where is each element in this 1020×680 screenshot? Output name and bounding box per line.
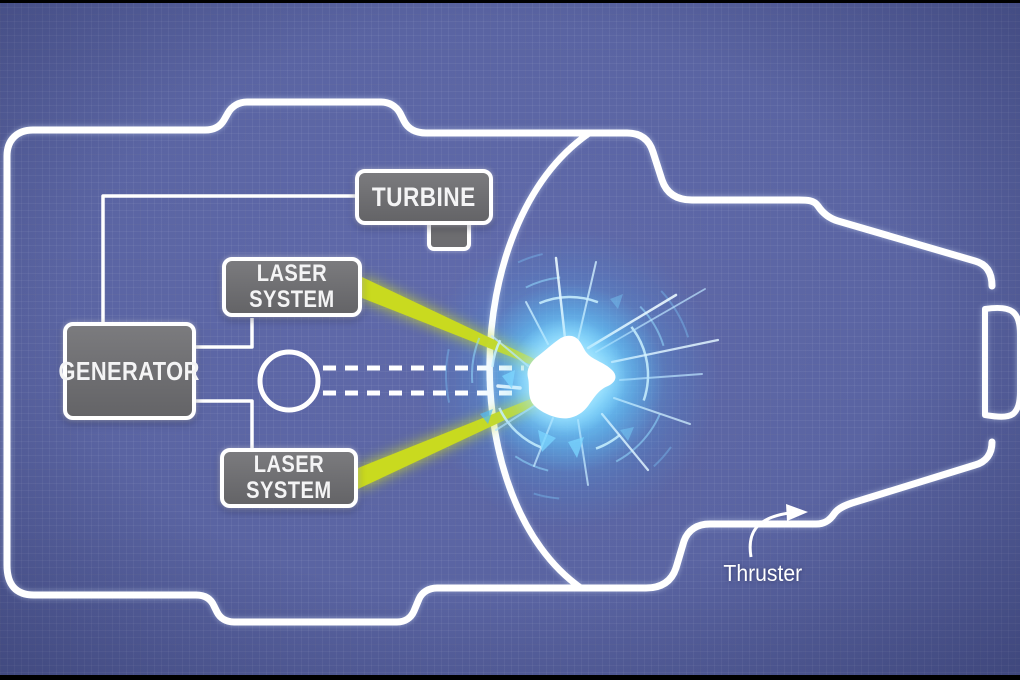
generator-to-laser-bottom-line (194, 399, 254, 449)
letterbox-bottom (0, 675, 1020, 680)
generator-to-turbine-line (101, 194, 356, 322)
explosion-shockwave-rings (445, 250, 695, 500)
generator-to-laser-top-line (194, 318, 254, 349)
explosion-core (527, 335, 616, 419)
thruster-annotation: Thruster (698, 560, 828, 587)
laser-system-top-box: LASER SYSTEM (222, 257, 362, 317)
fuel-pellet-circle (257, 349, 321, 413)
generator-box: GENERATOR (59, 322, 200, 420)
curved-arrow-icon (748, 504, 808, 558)
letterbox-top (0, 0, 1020, 3)
laser-system-bottom-label-line1: LASER (253, 451, 325, 478)
engine-hull-outline (3, 98, 996, 626)
explosion-debris (480, 294, 634, 458)
generator-label: GENERATOR (58, 355, 201, 386)
laser-system-top-label-line1: LASER (256, 260, 328, 287)
laser-system-bottom-label-line2: SYSTEM (246, 477, 332, 504)
turbine-box: TURBINE (355, 169, 493, 225)
thruster-nozzle-cap-outline (982, 305, 1020, 420)
thruster-annotation-text: Thruster (723, 560, 803, 586)
turbine-label: TURBINE (372, 181, 476, 212)
laser-system-top-label-line2: SYSTEM (249, 286, 335, 313)
laser-system-bottom-box: LASER SYSTEM (220, 448, 358, 508)
laser-beam-bottom (358, 396, 539, 489)
